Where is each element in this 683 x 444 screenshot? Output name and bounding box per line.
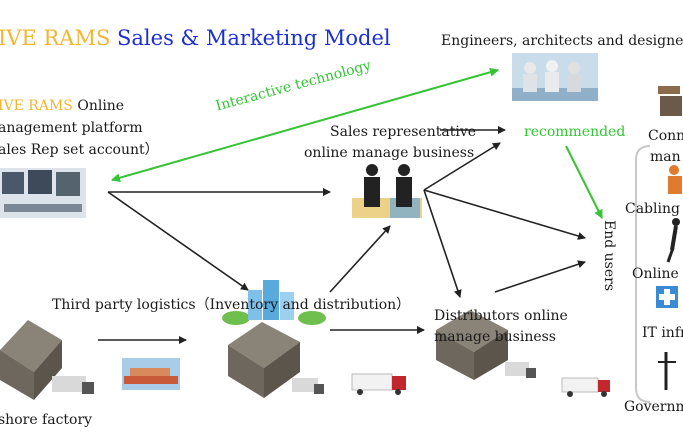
truck-icon (351, 373, 406, 395)
end-user-type-label-2: Cabling c (625, 201, 683, 217)
ship-icon (122, 358, 180, 390)
platform-label-line2: anagement platform (0, 120, 143, 136)
end-users-bracket (635, 145, 651, 403)
warehouse-logistics-icon (228, 322, 324, 398)
computers-icon (0, 168, 86, 218)
arrow-platform-to-logistics (107, 191, 249, 291)
tower-icon (658, 352, 676, 390)
green-arrows (111, 67, 603, 219)
distributors-label-line1: Distributors online (434, 308, 568, 324)
hospital-icon (656, 286, 678, 308)
end-user-type-label-3: Online (632, 266, 679, 282)
arrow-distributors-to-endusers (494, 260, 586, 293)
walking-person-icon (666, 218, 680, 263)
recommended-label: recommended (524, 124, 626, 140)
engineers-photo (512, 53, 598, 101)
warehouse-factory-icon (0, 320, 94, 400)
distributors-label-line2: manage business (434, 329, 556, 345)
end-user-type-label-4: IT infr (642, 325, 683, 341)
third-party-logistics-label: Third party logistics（Inventory and dist… (52, 297, 411, 313)
end-user-type-label-1b: man (650, 149, 681, 165)
city-icon (222, 280, 326, 325)
platform-label-line1: IVE RAMS Online (0, 98, 125, 114)
platform-label-line3: ales Rep set account） (0, 142, 159, 158)
arrow-recommended-to-endusers (565, 145, 603, 219)
arrow-interactive-technology (111, 67, 499, 183)
arrow-logistics-to-sales (329, 225, 391, 293)
engineers-label: Engineers, architects and designer (441, 33, 683, 49)
arrow-sales-to-distributors (423, 189, 462, 298)
sales-rep-label-line1: Sales representative (330, 124, 477, 140)
worker-icon (668, 165, 682, 194)
sales-rep-label-line2: online manage business (304, 145, 475, 161)
building-icon (658, 86, 682, 116)
truck-icon-2 (561, 377, 610, 397)
warehouse-distributor-icon (436, 310, 536, 380)
end-user-type-label-5: Governm (624, 399, 683, 415)
page-title: IVE RAMS Sales & Marketing Model (0, 26, 391, 50)
handshake-icon (352, 164, 422, 218)
arrow-sales-to-endusers (423, 189, 586, 240)
factory-label: shore factory (0, 412, 93, 428)
end-user-type-label-1a: Conn (648, 128, 683, 144)
end-users-label: End users (600, 220, 617, 292)
